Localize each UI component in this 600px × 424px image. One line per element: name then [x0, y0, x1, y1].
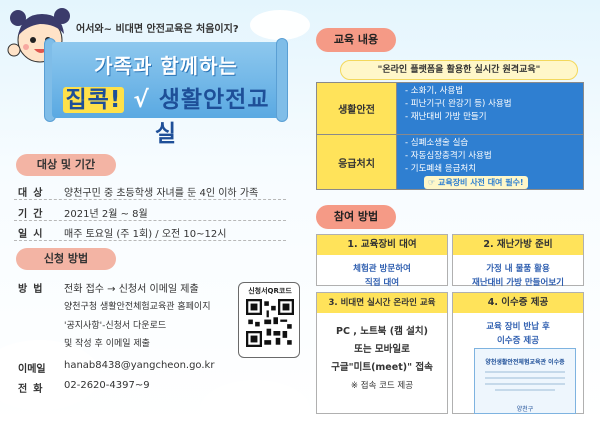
step-line: 체험관 방문하여 — [353, 264, 411, 274]
first-aid-items: - 심폐소생술 실습 - 자동심장충격기 사용법 - 기도폐쇄 응급처치 — [397, 135, 583, 189]
certificate-title: 양천생활안전체험교육관 이수증 — [485, 359, 565, 366]
step-3-title: 3. 비대면 실시간 온라인 교육 — [317, 293, 447, 313]
category-life-safety: 생활안전 — [317, 83, 397, 135]
pointing-hand-icon: ☞ — [428, 178, 438, 187]
method-line-1: 전화 접수 → 신청서 이메일 제출 — [64, 284, 199, 295]
certificate-footer: 양천구 — [516, 406, 534, 413]
education-subtitle: "온라인 플랫폼을 활용한 실시간 원격교육" — [340, 60, 578, 80]
equipment-note: ☞ 교육장비 사전 대여 필수! — [424, 176, 528, 189]
step-4-body: 교육 장비 반납 후 이수증 제공 — [453, 313, 583, 348]
step-line: 재난대비 가방 만들어보기 — [472, 278, 564, 288]
phone-value[interactable]: 02-2620-4397~9 — [64, 380, 150, 391]
step-online-class: 3. 비대면 실시간 온라인 교육 PC , 노트북 (캠 설치) 또는 모바일… — [316, 292, 448, 414]
step-3-body: PC , 노트북 (캠 설치) 또는 모바일로 구글"미트(meet)" 접속 … — [317, 313, 447, 395]
list-item: - 심폐소생술 실습 — [405, 138, 469, 148]
certificate-text-line — [485, 371, 565, 373]
step-line: PC , 노트북 (캠 설치) — [336, 326, 428, 337]
certificate-image: 양천생활안전체험교육관 이수증 양천구 — [474, 348, 576, 414]
qr-card: 신청서QR코드 — [238, 282, 300, 358]
step-4-title: 4. 이수증 제공 — [453, 293, 583, 313]
phone-key: 전화 — [18, 384, 49, 395]
education-table: 생활안전 - 소화기, 사용법 - 피난기구( 완강기 등) 사용법 - 재난대… — [316, 82, 584, 190]
target-section-label: 대상 및 기간 — [16, 154, 116, 176]
qr-label: 신청서QR코드 — [248, 287, 292, 295]
list-item: - 소화기, 사용법 — [405, 86, 464, 96]
step-line: 직접 대여 — [364, 278, 400, 288]
method-key: 방법 — [18, 284, 49, 295]
step-2-title: 2. 재난가방 준비 — [453, 235, 583, 255]
cloud-decoration — [200, 380, 310, 424]
participate-section-label: 참여 방법 — [316, 205, 396, 229]
method-line-4: 및 작성 후 이메일 제출 — [64, 339, 150, 349]
life-safety-items: - 소화기, 사용법 - 피난기구( 완강기 등) 사용법 - 재난대비 가방 … — [397, 83, 583, 135]
target-key: 대상 — [18, 188, 49, 199]
education-section-label: 교육 내용 — [316, 28, 396, 52]
certificate-text-line — [485, 377, 565, 379]
step-disaster-bag: 2. 재난가방 준비 가정 내 물품 활용 재난대비 가방 만들어보기 — [452, 234, 584, 288]
apply-section-label: 신청 방법 — [16, 248, 116, 270]
step-line: ※ 접속 코드 제공 — [350, 381, 414, 391]
method-line-2: 양천구청 생활안전체험교육관 홈페이지 — [64, 302, 211, 312]
step-line: 또는 모바일로 — [354, 344, 410, 355]
divider — [14, 199, 286, 200]
certificate-text-line — [485, 383, 565, 385]
scroll-roll-right — [276, 38, 288, 122]
list-item: - 기도폐쇄 응급처치 — [405, 164, 477, 174]
period-value: 2021년 2월 ~ 8월 — [64, 209, 148, 220]
datetime-value: 매주 토요일 (주 1회) / 오전 10~12시 — [64, 229, 227, 240]
title-line-1: 가족과 함께하는 — [94, 54, 238, 78]
target-value: 양천구민 중 초등학생 자녀를 둔 4인 이하 가족 — [64, 188, 259, 199]
step-line: 구글"미트(meet)" 접속 — [331, 362, 433, 373]
datetime-key: 일시 — [18, 229, 49, 240]
title-main: 생활안전교실 — [154, 87, 270, 147]
list-item: - 피난기구( 완강기 등) 사용법 — [405, 99, 512, 109]
title-banner: 가족과 함께하는 집콕! √ 생활안전교실 — [52, 42, 280, 147]
period-key: 기간 — [18, 209, 49, 220]
equipment-note-text: 교육장비 사전 대여 필수! — [437, 178, 524, 187]
cloud-decoration — [0, 340, 100, 410]
qr-code-icon[interactable] — [246, 299, 294, 347]
check-mark-icon: √ — [133, 87, 150, 113]
divider — [14, 240, 286, 241]
step-equipment-rental: 1. 교육장비 대여 체험관 방문하여 직접 대여 — [316, 234, 448, 288]
certificate-text-line — [495, 389, 555, 391]
greeting-text: 어서와~ 비대면 안전교육은 처음이지? — [76, 24, 239, 35]
step-line: 가정 내 물품 활용 — [486, 264, 550, 274]
email-value[interactable]: hanab8438@yangcheon.go.kr — [64, 360, 215, 371]
divider — [14, 220, 286, 221]
step-1-body: 체험관 방문하여 직접 대여 — [317, 255, 447, 290]
step-1-title: 1. 교육장비 대여 — [317, 235, 447, 255]
title-line-2: 집콕! √ 생활안전교실 — [52, 80, 280, 148]
cloud-decoration — [250, 10, 310, 40]
category-first-aid: 응급처치 — [317, 135, 397, 189]
step-line: 교육 장비 반납 후 — [486, 322, 550, 332]
step-2-body: 가정 내 물품 활용 재난대비 가방 만들어보기 — [453, 255, 583, 290]
email-key: 이메일 — [18, 364, 46, 375]
method-line-3: '공지사항'-신청서 다운로드 — [64, 321, 167, 331]
list-item: - 재난대비 가방 만들기 — [405, 112, 487, 122]
list-item: - 자동심장충격기 사용법 — [405, 151, 492, 161]
title-highlight: 집콕! — [62, 87, 125, 113]
step-line: 이수증 제공 — [496, 336, 540, 346]
